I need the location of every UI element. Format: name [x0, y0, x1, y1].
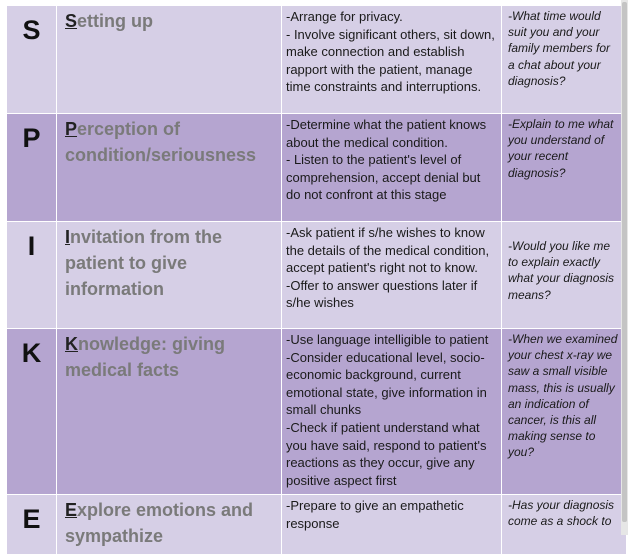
action-item: -Prepare to give an empathetic response — [286, 498, 464, 531]
stage-title: Setting up — [56, 5, 282, 114]
action-item: -Arrange for privacy. — [286, 9, 403, 24]
row-letter: E — [6, 494, 57, 555]
row-letter: K — [6, 328, 57, 495]
action-item: -Check if patient understand what you ha… — [286, 419, 487, 488]
action-item: -Offer to answer questions later if s/he… — [286, 277, 478, 311]
table-row-k: K Knowledge: giving medical facts -Use l… — [6, 328, 627, 495]
table-row-p: P Perception of condition/seriousness -D… — [6, 113, 627, 222]
table-row-s: S Setting up -Arrange for privacy. - Inv… — [6, 5, 627, 114]
example-phrase: -What time would suit you and your famil… — [501, 5, 627, 114]
action-item: -Use language intelligible to patient — [286, 332, 489, 347]
spikes-table: S Setting up -Arrange for privacy. - Inv… — [6, 5, 627, 555]
row-letter: S — [6, 5, 57, 114]
action-item: -Ask patient if s/he wishes to know the … — [286, 225, 490, 276]
scrollbar-thumb[interactable] — [622, 2, 627, 522]
stage-title: Knowledge: giving medical facts — [56, 328, 282, 495]
action-cell: -Ask patient if s/he wishes to know the … — [281, 221, 502, 329]
row-letter: P — [6, 113, 57, 222]
action-cell: -Determine what the patient knows about … — [281, 113, 502, 222]
example-phrase: -Has your diagnosis come as a shock to — [501, 494, 627, 555]
stage-title: Explore emotions and sympathize — [56, 494, 282, 555]
example-phrase: -Would you like me to explain exactly wh… — [501, 221, 627, 329]
stage-title: Perception of condition/seriousness — [56, 113, 282, 222]
action-item: - Listen to the patient's level of compr… — [286, 152, 481, 203]
table-row-i: I Invitation from the patient to give in… — [6, 221, 627, 329]
example-phrase: -Explain to me what you understand of yo… — [501, 113, 627, 222]
action-item: -Determine what the patient knows about … — [286, 117, 487, 150]
action-cell: -Arrange for privacy. - Involve signific… — [281, 5, 502, 114]
action-item: - Involve significant others, sit down, … — [286, 26, 495, 95]
example-phrase: -When we examined your chest x-ray we sa… — [501, 328, 627, 495]
table-row-e: E Explore emotions and sympathize -Prepa… — [6, 494, 627, 555]
row-letter: I — [6, 221, 57, 329]
stage-title: Invitation from the patient to give info… — [56, 221, 282, 329]
action-cell: -Use language intelligible to patient -C… — [281, 328, 502, 495]
action-item: -Consider educational level, socio-econo… — [286, 349, 487, 418]
action-cell: -Prepare to give an empathetic response — [281, 494, 502, 555]
